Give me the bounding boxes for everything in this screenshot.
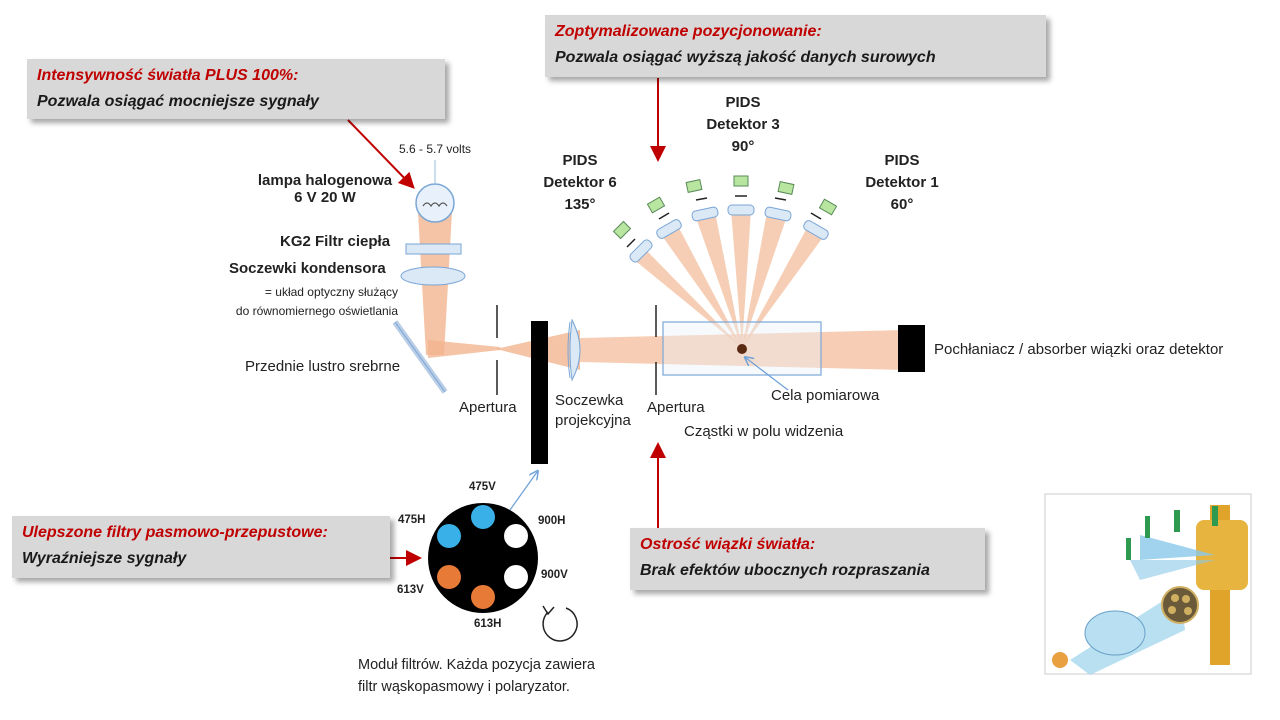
projection-lens-line2: projekcyjna	[555, 412, 631, 429]
filter-613h-label: 613H	[474, 618, 502, 630]
projection-lens	[569, 318, 581, 382]
detector-6-line2: Detektor 6	[543, 174, 617, 191]
callout-positioning: Zoptymalizowane pozycjonowanie: Pozwala …	[545, 15, 1046, 77]
optics-note-line2: do równomiernego oświetlania	[235, 304, 398, 318]
callout-intensity-title: Intensywność światła PLUS 100%:	[37, 67, 299, 84]
mirror-label: Przednie lustro srebrne	[245, 358, 401, 375]
optics-note-line1: = układ optyczny służący	[264, 285, 398, 299]
filter-module-caption-line1: Moduł filtrów. Każda pozycja zawiera	[358, 657, 595, 673]
detector-1-line1: PIDS	[884, 152, 920, 169]
filter-module-caption-line2: filtr wąskopasmowy i polaryzator.	[358, 679, 570, 695]
callout-intensity: Intensywność światła PLUS 100%: Pozwala …	[27, 59, 445, 119]
callout-sharpness-title: Ostrość wiązki światła:	[640, 536, 816, 553]
detector-6-line3: 135°	[564, 196, 596, 213]
projection-lens-line1: Soczewka	[555, 392, 624, 409]
detector-beams	[632, 210, 826, 348]
filter-613v-label: 613V	[397, 584, 424, 596]
detector-assemblies	[629, 204, 829, 263]
filter-613v	[437, 565, 461, 589]
lamp-label-line1: lampa halogenowa	[257, 172, 393, 189]
detector-3-line2: Detektor 3	[706, 116, 780, 133]
lamp-label: lampa halogenowa 6 V 20 W	[240, 172, 410, 206]
detector-3-line1: PIDS	[725, 94, 761, 111]
optics-note: = układ optyczny służący do równomierneg…	[190, 283, 398, 321]
filter-475h	[437, 524, 461, 548]
detector-3-label: PIDS Detektor 3 90°	[693, 92, 793, 158]
detector-1-line3: 60°	[890, 196, 914, 213]
callout-sharpness-body: Brak efektów ubocznych rozpraszania	[640, 562, 930, 579]
detector-6-line1: PIDS	[562, 152, 598, 169]
callout-positioning-title: Zoptymalizowane pozycjonowanie:	[555, 23, 822, 40]
particle	[737, 344, 747, 354]
filter-613h	[471, 585, 495, 609]
aperture-2-label: Apertura	[647, 399, 705, 416]
detector-1-label: PIDS Detektor 1 60°	[852, 150, 952, 216]
inset-illustration	[1044, 493, 1252, 675]
callout-intensity-body: Pozwala osiągać mocniejsze sygnały	[37, 93, 319, 110]
condenser-lens	[400, 266, 466, 286]
cell-label: Cela pomiarowa	[771, 387, 880, 404]
callout-positioning-body: Pozwala osiągać wyższą jakość danych sur…	[555, 49, 936, 66]
detector-slits	[626, 195, 822, 248]
kg2-filter-label: KG2 Filtr ciepła	[280, 233, 391, 250]
detector-1-line2: Detektor 1	[865, 174, 939, 191]
pointer-module	[509, 472, 537, 511]
particles-label: Cząstki w polu widzenia	[684, 423, 844, 440]
projection-lens-label: Soczewka projekcyjna	[555, 391, 631, 431]
filter-900h-label: 900H	[538, 515, 566, 527]
arrow-intensity	[347, 119, 415, 189]
filter-475h-label: 475H	[398, 514, 426, 526]
voltage-label: 5.6 - 5.7 volts	[399, 142, 472, 156]
filter-module-caption: Moduł filtrów. Każda pozycja zawiera fil…	[358, 654, 595, 698]
filter-900h	[504, 524, 528, 548]
detector-6-label: PIDS Detektor 6 135°	[530, 150, 630, 216]
lamp-label-line2: 6 V 20 W	[294, 189, 356, 206]
pointer-cell	[746, 358, 789, 391]
callout-filters: Ulepszone filtry pasmowo-przepustowe: Wy…	[12, 516, 390, 578]
callout-filters-title: Ulepszone filtry pasmowo-przepustowe:	[22, 524, 328, 541]
callout-filters-body: Wyraźniejsze sygnały	[22, 550, 187, 567]
filter-900v	[504, 565, 528, 589]
kg2-filter	[405, 243, 462, 255]
filter-475v	[471, 505, 495, 529]
callout-sharpness: Ostrość wiązki światła: Brak efektów ubo…	[630, 528, 985, 590]
filter-900v-label: 900V	[541, 569, 568, 581]
beam-absorber	[898, 325, 925, 372]
absorber-label: Pochłaniacz / absorber wiązki oraz detek…	[934, 341, 1224, 358]
filter-module-bar	[531, 321, 548, 464]
detector-sensors	[612, 175, 838, 240]
detector-3-line3: 90°	[731, 138, 755, 155]
main-beam-left	[428, 340, 500, 358]
rotation-icon	[542, 607, 578, 642]
aperture-1-label: Apertura	[459, 399, 517, 416]
condenser-label: Soczewki kondensora	[229, 260, 386, 277]
filter-475v-label: 475V	[469, 481, 496, 493]
